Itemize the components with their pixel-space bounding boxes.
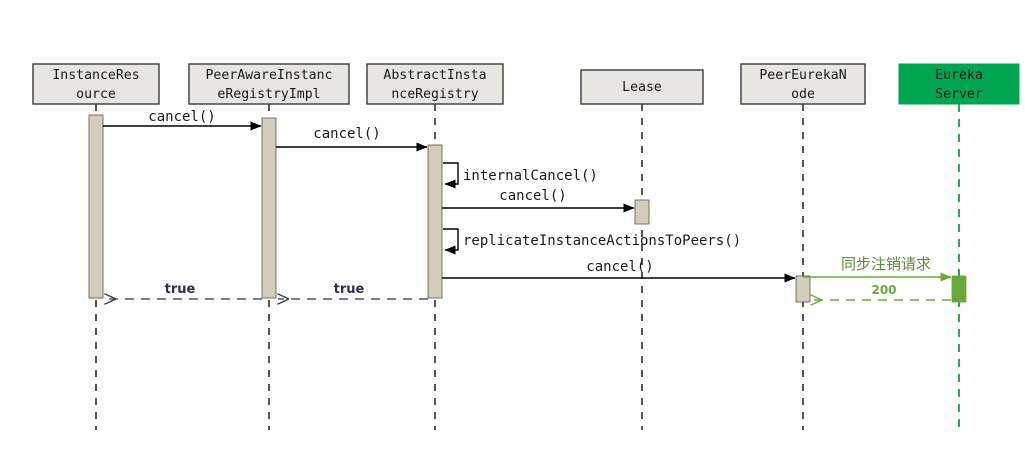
- activation-abstract-registry: [427, 144, 443, 299]
- participant-abstract-registry[interactable]: AbstractInsta nceRegistry: [366, 63, 504, 105]
- message-sync-deregister[interactable]: 同步注销请求: [803, 255, 952, 282]
- message-label: 200: [871, 283, 896, 297]
- participant-label-line1: Eureka: [935, 68, 983, 83]
- participant-label-line2: Server: [935, 87, 983, 102]
- participant-eureka-server[interactable]: Eureka Server: [898, 63, 1020, 105]
- participant-box[interactable]: [366, 63, 504, 105]
- participant-label-line2: eRegistryImpl: [217, 87, 320, 102]
- activation-bars-group: [88, 114, 967, 303]
- self-call-arrow[interactable]: [443, 228, 459, 255]
- message-cancel-3[interactable]: cancel(): [442, 188, 635, 213]
- self-call-arrow[interactable]: [443, 162, 459, 189]
- message-true-2[interactable]: true: [105, 282, 262, 299]
- participant-lease[interactable]: Lease: [580, 69, 704, 105]
- message-200-return[interactable]: 200: [811, 283, 951, 300]
- participant-box[interactable]: [740, 63, 866, 105]
- message-label: cancel(): [586, 259, 653, 275]
- message-cancel-2[interactable]: cancel(): [276, 126, 428, 152]
- participant-label-line1: InstanceRes: [52, 68, 139, 83]
- participant-label-line1: PeerAwareInstanc: [205, 68, 332, 83]
- message-label: internalCancel(): [463, 168, 598, 184]
- participant-label-line2: ource: [76, 87, 116, 102]
- message-label: 同步注销请求: [841, 255, 931, 273]
- activation-instance-resource: [88, 114, 104, 299]
- message-replicate[interactable]: replicateInstanceActionsToPeers(): [443, 228, 741, 255]
- participant-box[interactable]: [580, 69, 704, 105]
- message-true-1[interactable]: true: [278, 282, 428, 299]
- activation-eureka-server: [951, 275, 967, 303]
- activation-peer-eureka-node: [795, 275, 811, 303]
- message-label: true: [334, 282, 365, 297]
- participant-peer-eureka-node[interactable]: PeerEurekaN ode: [740, 63, 866, 105]
- participant-box-highlight[interactable]: [898, 63, 1020, 105]
- activation-lease: [634, 199, 650, 225]
- message-cancel-1[interactable]: cancel(): [103, 109, 262, 131]
- participant-label-line1: Lease: [622, 80, 662, 95]
- message-label: cancel(): [313, 126, 380, 142]
- message-label: cancel(): [499, 188, 566, 204]
- participant-box[interactable]: [32, 63, 160, 105]
- activation-peer-aware-registry: [261, 117, 277, 299]
- participant-label-line1: AbstractInsta: [383, 68, 486, 83]
- participant-box[interactable]: [188, 63, 350, 105]
- participant-instance-resource[interactable]: InstanceRes ource: [32, 63, 160, 105]
- message-label: true: [165, 282, 196, 297]
- participant-label-line2: nceRegistry: [391, 87, 478, 102]
- lifelines-group: [95, 104, 960, 430]
- participant-label-line1: PeerEurekaN: [759, 68, 846, 83]
- message-internal-cancel[interactable]: internalCancel(): [443, 162, 598, 189]
- participant-label-line2: ode: [791, 87, 815, 102]
- message-label: replicateInstanceActionsToPeers(): [463, 233, 741, 249]
- message-cancel-4[interactable]: cancel(): [442, 259, 796, 283]
- message-label: cancel(): [148, 109, 215, 125]
- participant-peer-aware-registry[interactable]: PeerAwareInstanc eRegistryImpl: [188, 63, 350, 105]
